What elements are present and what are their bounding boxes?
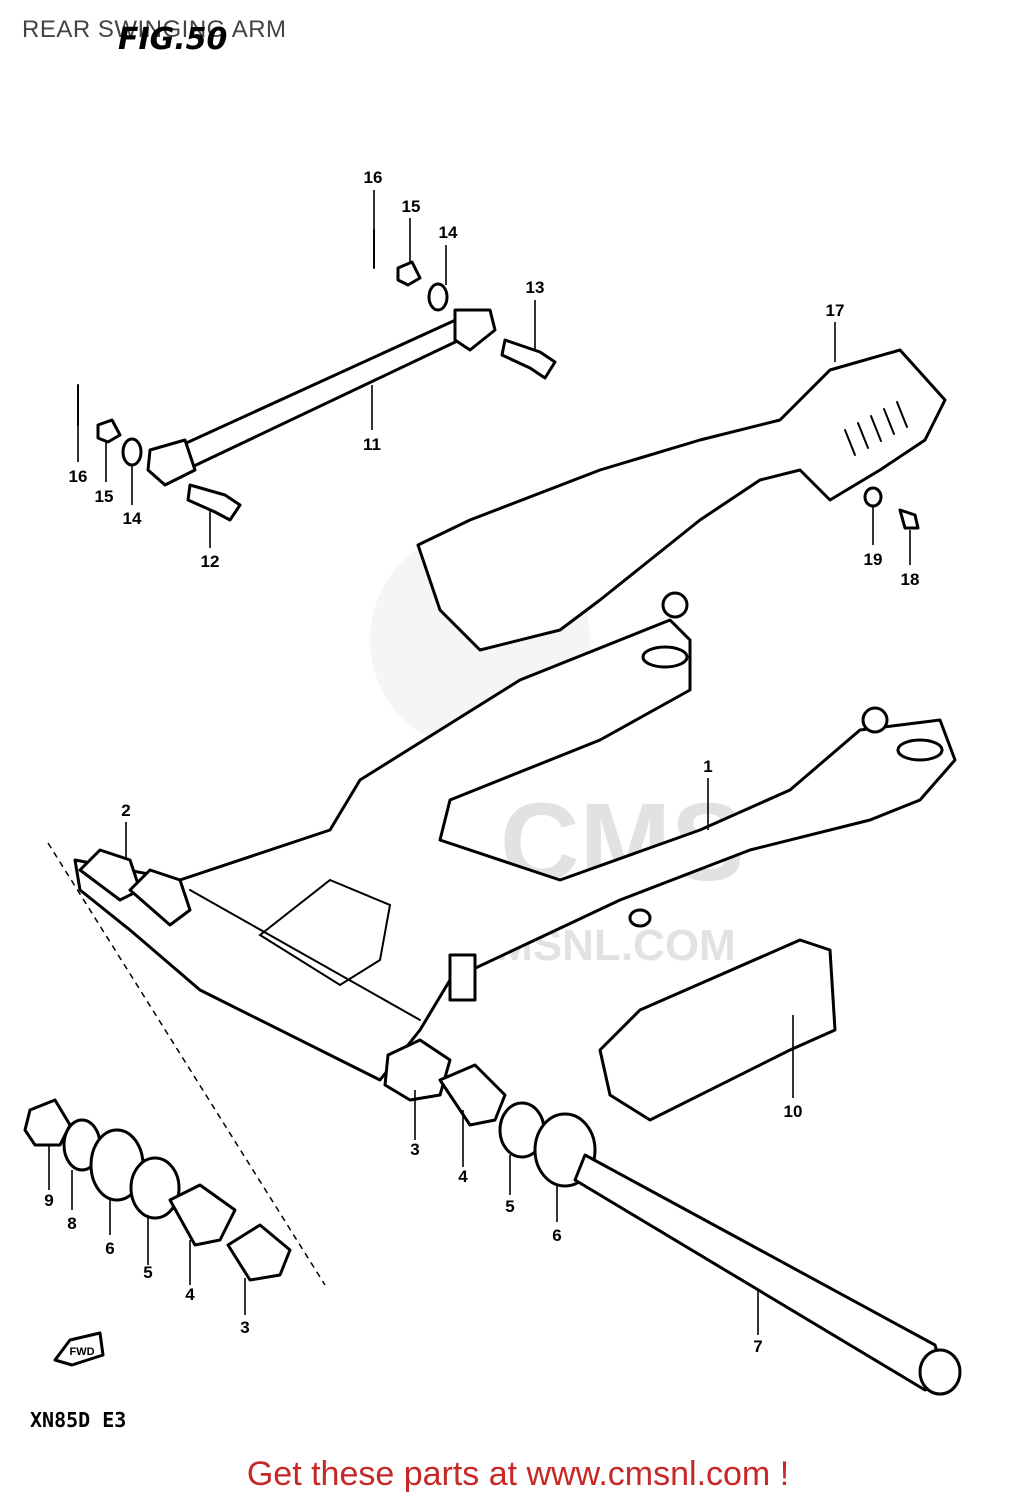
chain-guide (598, 938, 837, 1122)
nut-15-right (396, 260, 422, 287)
callout-14-right: 14 (439, 223, 458, 242)
callout-5-left: 5 (143, 1263, 152, 1282)
washer-5-left (129, 1156, 181, 1220)
washer-14-left (121, 437, 143, 467)
bearing-3-left (226, 1223, 292, 1282)
page-title: REAR SWINGING ARM (22, 16, 287, 43)
callout-11: 11 (363, 435, 381, 454)
callout-6-left: 6 (105, 1239, 114, 1258)
callout-3-left: 3 (240, 1318, 249, 1337)
spacer-4-right (438, 1063, 507, 1127)
pivot-tube (78, 848, 142, 902)
nut-15-left (96, 418, 122, 444)
bearing-3-right (383, 1038, 452, 1102)
leader-lines (48, 190, 911, 1335)
figure-label: FIG.50 (118, 22, 228, 57)
torque-rod (158, 316, 472, 477)
callout-15-left: 15 (95, 487, 114, 506)
callout-7: 7 (753, 1337, 762, 1356)
callout-17: 17 (826, 301, 845, 320)
fwd-label: FWD (69, 1346, 94, 1358)
nut-9 (23, 1098, 72, 1147)
callout-6-right: 6 (552, 1226, 561, 1245)
bolt-13 (500, 338, 557, 380)
callout-18: 18 (901, 570, 920, 589)
spacer-4-left (168, 1183, 237, 1247)
callout-19: 19 (864, 550, 883, 569)
swing-arm-bracket (448, 953, 477, 1002)
callout-1: 1 (703, 757, 712, 776)
callout-3-right: 3 (410, 1140, 419, 1159)
bolt-12 (186, 483, 242, 522)
callout-4-left: 4 (185, 1285, 195, 1304)
chain-case (416, 348, 947, 652)
washer-14-right (427, 282, 449, 312)
callout-16-right: 16 (364, 168, 383, 187)
callout-12: 12 (201, 552, 220, 571)
footer-shop-link[interactable]: Get these parts at www.cmsnl.com ! (246, 1455, 790, 1493)
callout-5-right: 5 (505, 1197, 514, 1216)
callout-4-right: 4 (458, 1167, 468, 1186)
callout-8: 8 (67, 1214, 76, 1233)
fwd-arrow: FWD (53, 1331, 105, 1367)
washer-19 (863, 486, 883, 508)
callout-15-right: 15 (402, 197, 421, 216)
chain-case-vents (844, 401, 908, 456)
callout-10: 10 (784, 1102, 803, 1121)
callout-16-left: 16 (69, 467, 88, 486)
part-callouts: 1 2 3 4 5 6 7 8 9 10 11 12 13 14 14 15 1… (44, 168, 919, 1356)
callout-9: 9 (44, 1191, 53, 1210)
model-code: XN85D E3 (30, 1408, 127, 1432)
callout-13: 13 (526, 278, 545, 297)
callout-2: 2 (121, 801, 130, 820)
screw-18 (898, 508, 920, 530)
callout-14-left: 14 (123, 509, 142, 528)
